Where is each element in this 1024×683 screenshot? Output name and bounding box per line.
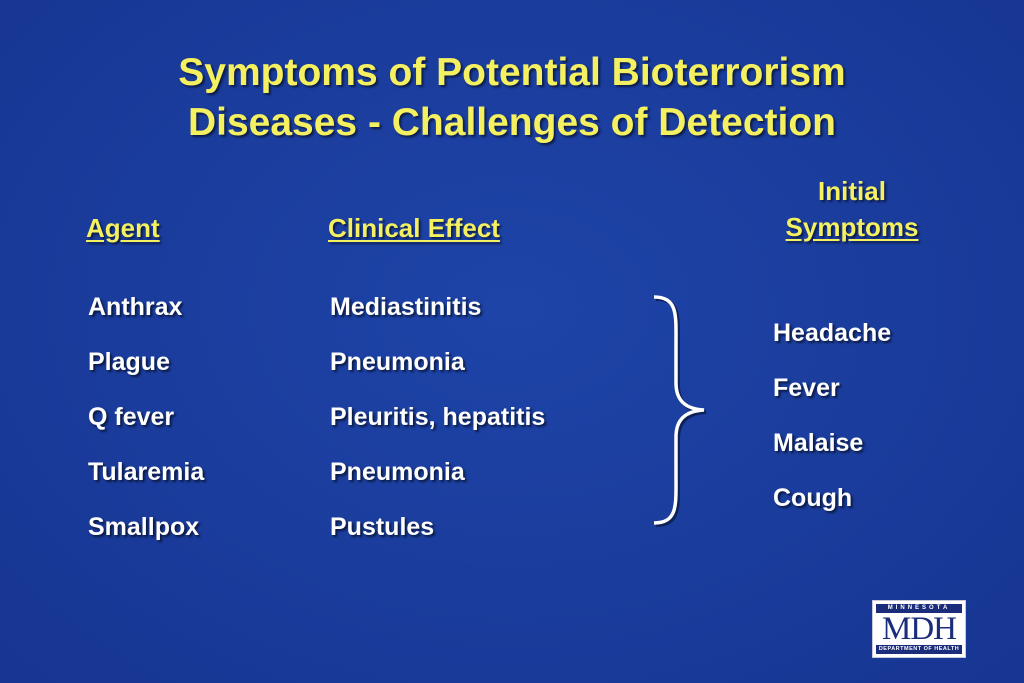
- clinical-effect-header: Clinical Effect: [328, 213, 500, 243]
- symptom-item: Cough: [773, 484, 853, 512]
- symptom-item: Headache: [773, 319, 892, 347]
- initial-symptoms-header-line-1: Initial: [818, 176, 886, 206]
- logo-main-text: MDH: [881, 611, 957, 647]
- logo-top-text: MINNESOTA: [876, 604, 962, 613]
- agent-header: Agent: [86, 213, 160, 243]
- agent-item: Tularemia: [88, 458, 205, 486]
- title-line-1: Symptoms of Potential Bioterrorism: [178, 51, 846, 94]
- initial-symptoms-header-line-2: Symptoms: [785, 212, 919, 242]
- agent-item: Anthrax: [88, 293, 183, 321]
- logo-bottom-text: DEPARTMENT OF HEALTH: [876, 645, 962, 654]
- mdh-logo: MINNESOTA MDH DEPARTMENT OF HEALTH: [872, 600, 966, 658]
- agent-item: Smallpox: [88, 513, 200, 541]
- clinical-effect-item: Pneumonia: [330, 458, 465, 486]
- clinical-effect-list: Mediastinitis Pneumonia Pleuritis, hepat…: [330, 292, 545, 567]
- agent-list: Anthrax Plague Q fever Tularemia Smallpo…: [88, 292, 204, 567]
- clinical-effect-item: Pleuritis, hepatitis: [330, 403, 546, 431]
- initial-symptoms-list: Headache Fever Malaise Cough: [773, 318, 891, 538]
- title-line-2: Diseases - Challenges of Detection: [187, 101, 837, 144]
- slide-title: Symptoms of Potential Bioterrorism Disea…: [0, 48, 1024, 148]
- agent-item: Plague: [88, 348, 170, 376]
- symptom-item: Malaise: [773, 429, 864, 457]
- symptom-item: Fever: [773, 374, 840, 402]
- clinical-effect-item: Pustules: [330, 513, 435, 541]
- agent-item: Q fever: [88, 403, 175, 431]
- clinical-effect-item: Pneumonia: [330, 348, 465, 376]
- clinical-effect-item: Mediastinitis: [330, 293, 482, 321]
- right-curly-brace-icon: [653, 295, 707, 527]
- initial-symptoms-header: Initial Symptoms: [770, 173, 934, 245]
